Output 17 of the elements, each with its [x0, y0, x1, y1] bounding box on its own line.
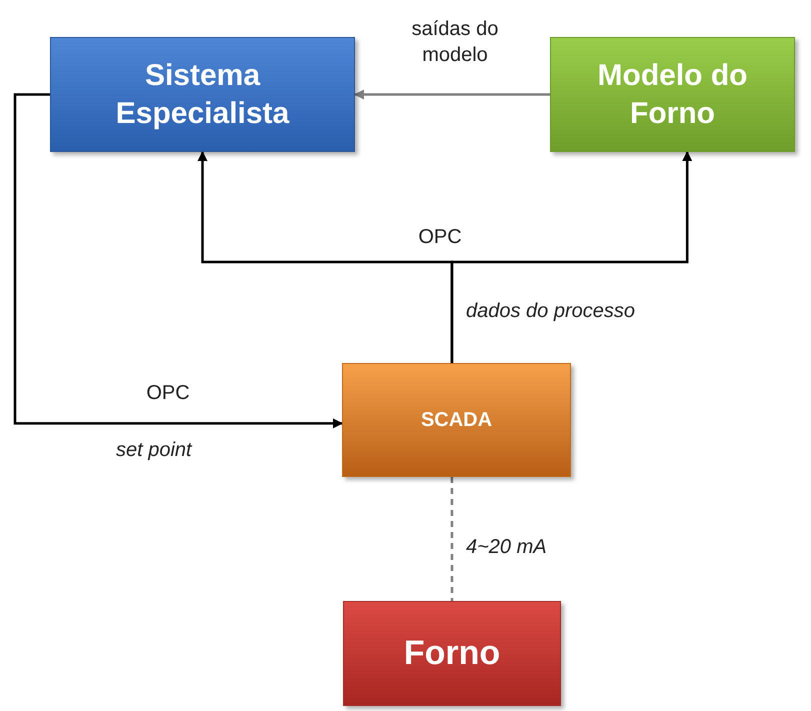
edge-label: OPC	[145, 381, 191, 406]
box-label: Forno	[402, 633, 502, 674]
edge-label: saídas do modelo	[410, 17, 500, 68]
process-box	[50, 37, 355, 152]
edge-label: 4~20 mA	[466, 535, 548, 560]
annotation-text: set point	[116, 438, 194, 463]
connector-arrow	[14, 93, 343, 428]
box-label: Modelo do Forno	[596, 58, 748, 132]
connector-arrow	[450, 151, 692, 363]
box-label: Sistema Especialista	[114, 58, 290, 132]
connector-arrow	[354, 90, 550, 100]
annotation-text: dados do processo	[466, 299, 636, 324]
process-box	[550, 37, 795, 152]
edge-label: OPC	[417, 225, 463, 250]
box-label: SCADA	[420, 408, 494, 433]
process-box	[342, 363, 571, 477]
process-box	[343, 601, 561, 706]
